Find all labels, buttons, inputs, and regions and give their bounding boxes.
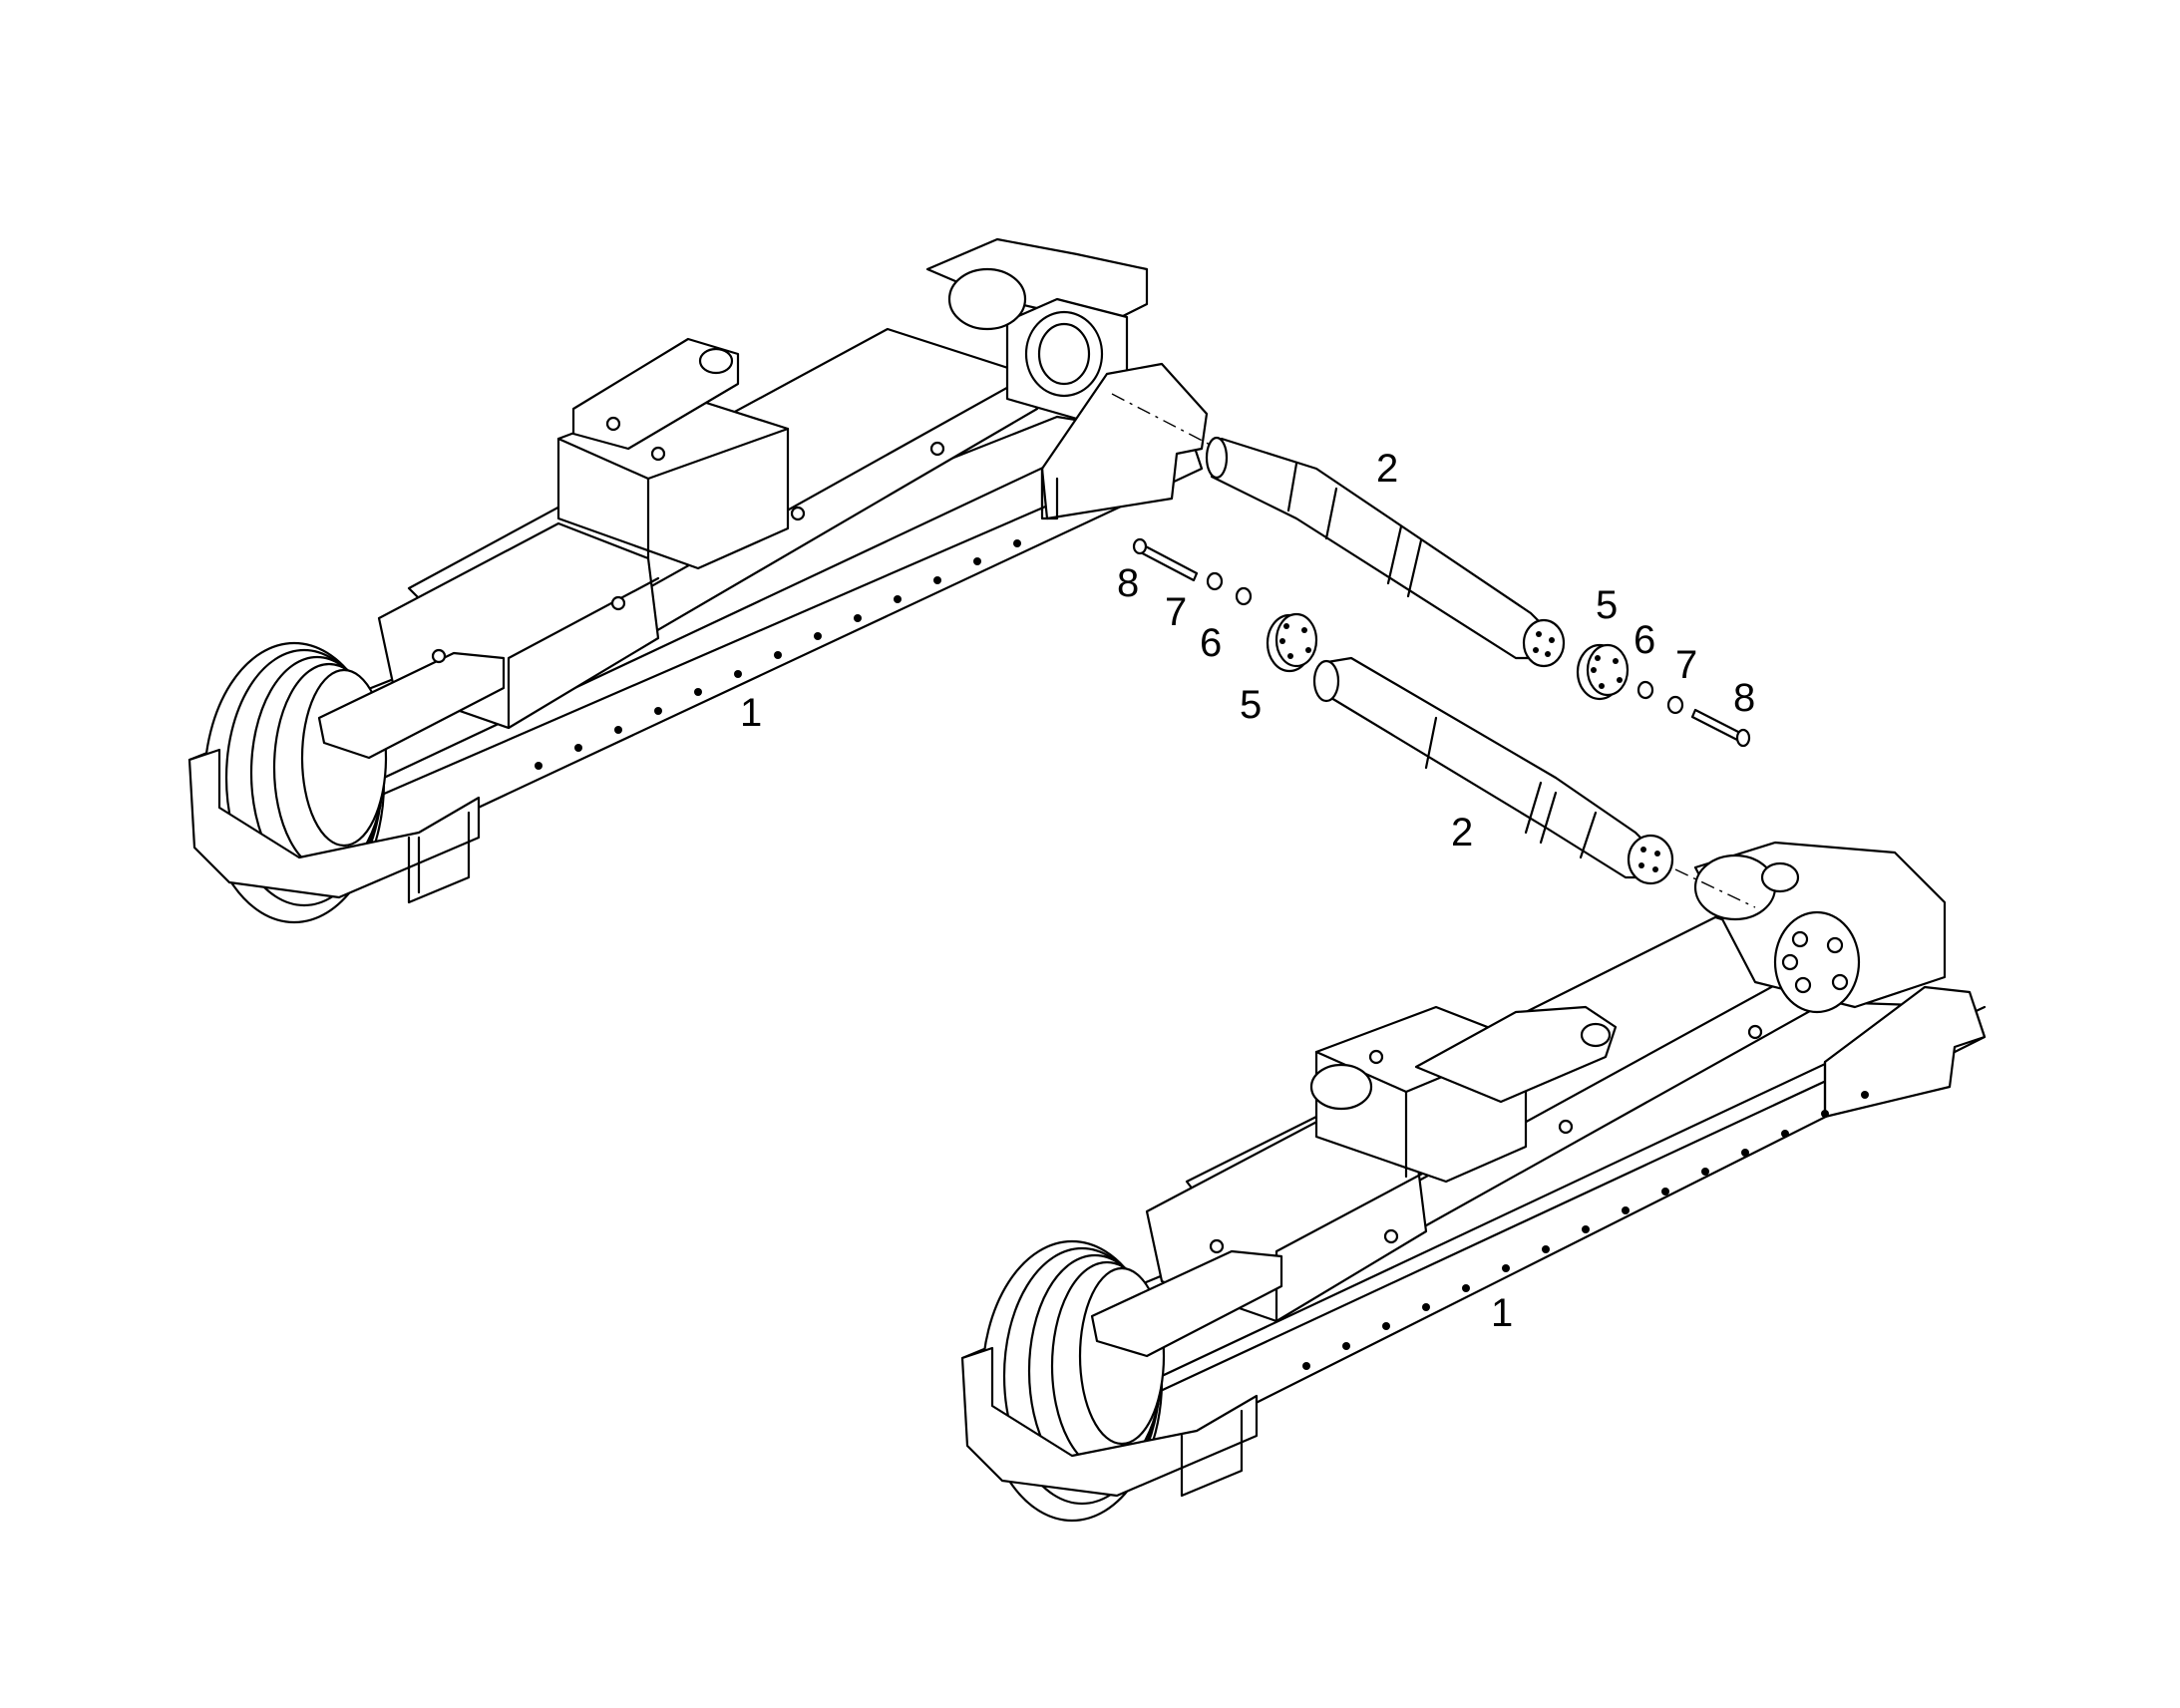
part-label-frame-left: 1	[740, 691, 762, 735]
part-label-lockwasher-upper: 7	[1675, 643, 1697, 687]
part-label-flange-lower: 5	[1240, 683, 1262, 727]
part-label-lockwasher-lower: 7	[1165, 590, 1187, 634]
part-label-bolt-upper: 8	[1733, 676, 1755, 720]
track-frame-left	[187, 237, 1209, 924]
part-label-flange-upper: 5	[1596, 583, 1618, 627]
part-label-axle-lower: 2	[1451, 811, 1473, 854]
part-label-frame-right: 1	[1491, 1291, 1513, 1335]
track-frame-right	[960, 841, 1987, 1523]
part-label-washer-upper: 6	[1634, 618, 1655, 662]
hardware-lower-left	[1132, 537, 1318, 673]
part-label-axle-upper: 2	[1376, 447, 1398, 491]
part-label-washer-lower: 6	[1200, 621, 1222, 665]
axle-lower	[1312, 656, 1756, 908]
hardware-upper-right	[1576, 643, 1751, 748]
axle-upper	[1111, 393, 1566, 668]
part-label-bolt-lower: 8	[1117, 561, 1139, 605]
